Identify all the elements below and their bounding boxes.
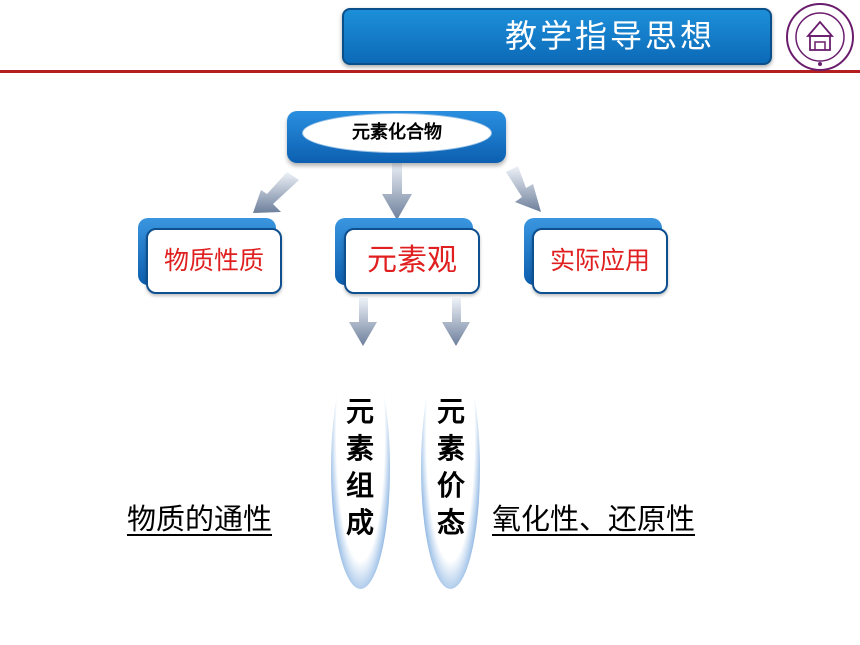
arrow-sub-left-icon — [349, 298, 377, 346]
box-element-view — [344, 228, 480, 294]
school-seal-icon — [786, 3, 854, 71]
arrow-sub-right-icon — [442, 298, 470, 346]
side-label-left: 物质的通性 — [127, 502, 273, 536]
box-application — [532, 228, 668, 294]
oval-valence — [421, 347, 480, 589]
box-property-label: 物质性质 — [163, 246, 264, 275]
side-label-right: 氧化性、还原性 — [492, 502, 696, 536]
header-rule — [0, 70, 860, 73]
box-property — [146, 228, 282, 294]
root-pill — [302, 113, 492, 153]
arrow-right-icon — [506, 166, 541, 212]
oval-composition — [331, 347, 390, 589]
root-label: 元素化合物 — [352, 122, 442, 143]
header-banner — [342, 8, 772, 65]
arrow-center-icon — [382, 162, 412, 220]
box-element-view-label: 元素观 — [367, 243, 457, 278]
box-application-label: 实际应用 — [549, 246, 650, 275]
page-title: 教学指导思想 — [505, 17, 716, 55]
oval-composition-label: 元素组成 — [345, 395, 374, 539]
oval-valence-label: 元素价态 — [436, 395, 465, 539]
arrow-left-icon — [253, 172, 299, 213]
